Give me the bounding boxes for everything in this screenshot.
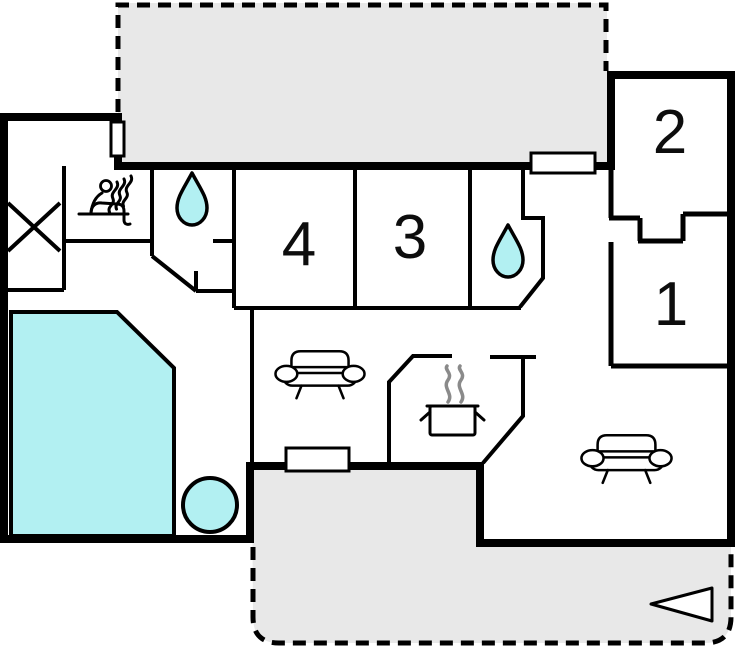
wall-bedrooms-1-2 — [608, 170, 729, 369]
wall-bedroom-row — [232, 166, 521, 310]
wall-storage-room — [4, 166, 66, 292]
terrace-bottom-dashed-border — [250, 547, 734, 646]
terrace-top — [118, 3, 607, 164]
wall-bathroom-1 — [150, 239, 234, 293]
entrance-arrow-icon — [649, 586, 714, 623]
whirlpool-circle-icon — [181, 476, 239, 534]
wall-bathroom-2 — [518, 166, 545, 309]
window-icon — [284, 446, 351, 473]
water-drop-icon — [175, 171, 209, 227]
room-1-label: 1 — [654, 270, 688, 339]
room-4-label: 4 — [282, 210, 316, 279]
water-drop-icon — [491, 223, 525, 279]
wall-kitchen — [387, 354, 536, 465]
window-icon — [529, 151, 597, 175]
steam-icon — [444, 364, 465, 404]
steam-icon — [107, 174, 134, 214]
room-2-label: 2 — [653, 98, 687, 167]
terrace-bottom — [252, 466, 731, 643]
stove-pot-icon — [419, 364, 486, 437]
wall-sauna-room — [64, 166, 154, 256]
room-3-label: 3 — [393, 203, 427, 272]
window-icon — [109, 120, 126, 158]
sofa-icon — [580, 433, 673, 485]
wardrobe-cross-icon — [6, 201, 62, 253]
pool-icon — [9, 310, 176, 538]
interior-walls — [4, 166, 729, 465]
terrace-top-dashed-border — [115, 2, 609, 112]
sofa-icon — [274, 349, 366, 400]
sauna-person-icon — [77, 174, 134, 226]
